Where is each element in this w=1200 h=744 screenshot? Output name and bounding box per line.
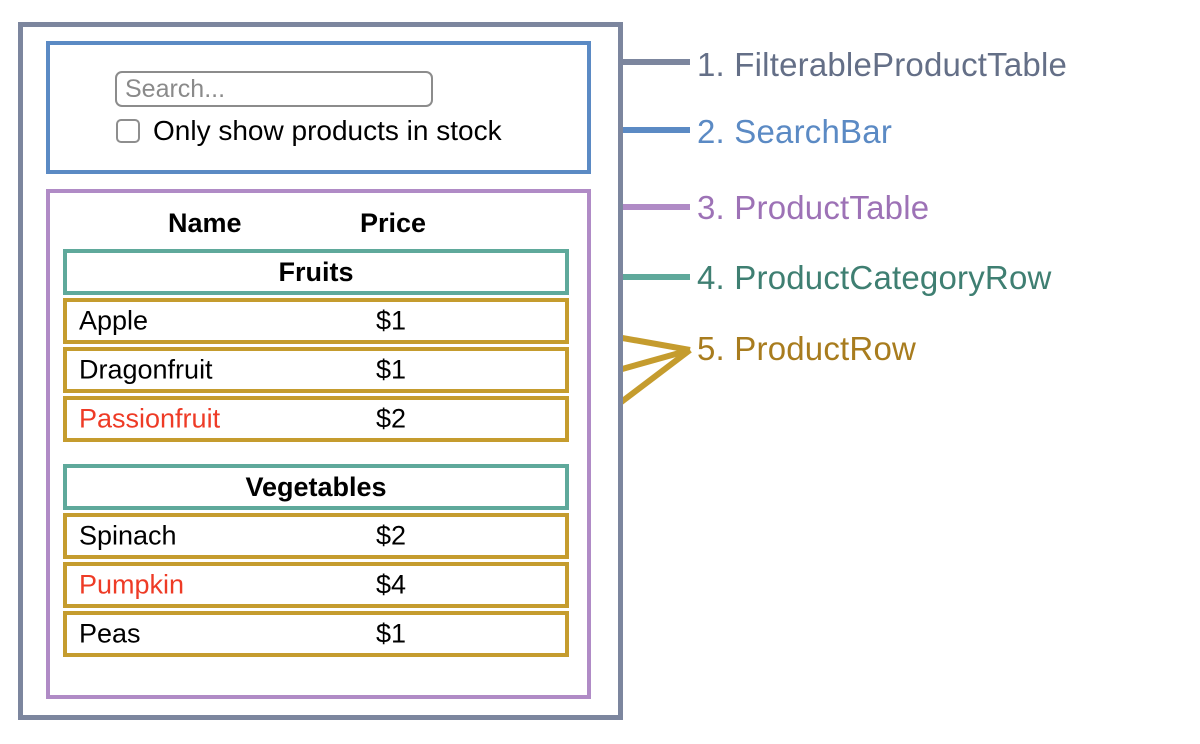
product-category-row: Fruits	[63, 249, 569, 295]
product-name: Spinach	[79, 520, 177, 551]
product-name: Peas	[79, 618, 141, 649]
callout-label-product-row: 5. ProductRow	[697, 330, 917, 367]
product-row[interactable]: Pumpkin $4	[63, 562, 569, 608]
table-header-row: Name Price	[50, 203, 587, 243]
product-category-row: Vegetables	[63, 464, 569, 510]
callout-label-product-category-row: 4. ProductCategoryRow	[697, 259, 1052, 296]
product-name: Apple	[79, 305, 149, 336]
category-label: Vegetables	[245, 471, 387, 502]
product-row[interactable]: Passionfruit $2	[63, 396, 569, 442]
filterable-product-table: Only show products in stock Name Price F…	[18, 22, 623, 720]
callout-label-search-bar: 2. SearchBar	[697, 113, 893, 150]
product-table: Name Price Fruits Apple $1 Dragonfruit $…	[46, 189, 591, 699]
product-row[interactable]: Peas $1	[63, 611, 569, 657]
column-header-name: Name	[168, 207, 242, 238]
product-price: $1	[376, 305, 407, 336]
product-row[interactable]: Spinach $2	[63, 513, 569, 559]
search-input[interactable]	[115, 71, 433, 107]
product-price: $1	[376, 354, 407, 385]
callout-label-filterable-product-table: 1. FilterableProductTable	[697, 46, 1068, 83]
product-price: $2	[376, 403, 407, 434]
product-row[interactable]: Dragonfruit $1	[63, 347, 569, 393]
callout-label-product-table: 3. ProductTable	[697, 189, 930, 226]
product-name: Pumpkin	[79, 569, 185, 600]
group-spacer	[63, 445, 569, 464]
product-name: Passionfruit	[79, 403, 221, 434]
product-row[interactable]: Apple $1	[63, 298, 569, 344]
product-price: $2	[376, 520, 407, 551]
in-stock-filter[interactable]: Only show products in stock	[116, 117, 502, 145]
product-price: $1	[376, 618, 407, 649]
category-label: Fruits	[278, 256, 354, 287]
product-rows-area: Fruits Apple $1 Dragonfruit $1 Passionfr…	[63, 249, 569, 660]
product-price: $4	[376, 569, 407, 600]
checkbox-icon[interactable]	[116, 119, 140, 143]
column-header-price: Price	[360, 207, 427, 238]
product-name: Dragonfruit	[79, 354, 213, 385]
in-stock-filter-label: Only show products in stock	[153, 115, 502, 146]
search-bar: Only show products in stock	[46, 41, 591, 174]
